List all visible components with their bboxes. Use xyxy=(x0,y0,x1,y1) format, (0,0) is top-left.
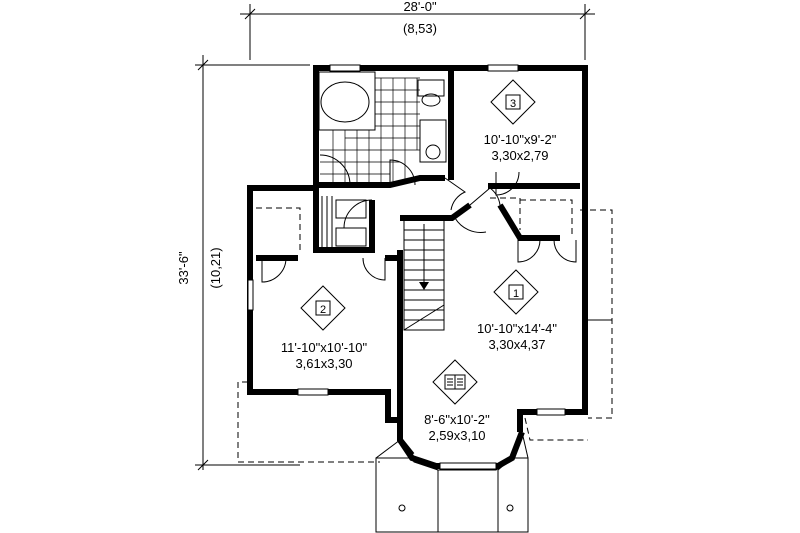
floor-tiles xyxy=(320,77,420,185)
library-size-imperial: 8'-6"x10'-2'' xyxy=(424,412,490,427)
bedroom-3-size-imperial: 10'-10"x9'-2" xyxy=(484,132,557,147)
bed-1-icon xyxy=(508,284,524,300)
bay-window xyxy=(375,430,529,533)
bedroom-3-diamond xyxy=(490,79,536,125)
staircase xyxy=(403,219,445,331)
bed-3-icon xyxy=(505,94,521,110)
bedroom-1-number: 1 xyxy=(513,288,519,300)
library-size-metric: 2,59x3,10 xyxy=(428,428,485,443)
shower xyxy=(319,154,351,186)
bathroom xyxy=(318,71,447,186)
width-metric-label: (8,53) xyxy=(403,21,437,36)
bedroom-2: 2 11'-10"x10'-10" 3,61x3,30 xyxy=(281,285,368,371)
book-icon xyxy=(444,374,466,390)
bedroom-1-size-imperial: 10'-10"x14'-4" xyxy=(477,321,557,336)
windows xyxy=(247,64,566,470)
bedroom-2-size-metric: 3,61x3,30 xyxy=(295,356,352,371)
bedroom-2-number: 2 xyxy=(320,304,326,316)
library: 8'-6"x10'-2'' 2,59x3,10 xyxy=(424,359,490,443)
bedroom-2-size-imperial: 11'-10"x10'-10" xyxy=(281,340,368,355)
width-imperial-label: 28'-0" xyxy=(403,0,437,14)
bed-2-icon xyxy=(315,300,331,316)
depth-metric-label: (10,21) xyxy=(208,247,223,288)
toilet-bowl xyxy=(421,93,441,107)
bath-door-swing xyxy=(389,159,416,186)
sink xyxy=(425,144,441,160)
depth-imperial-label: 33'-6" xyxy=(176,251,191,285)
library-diamond xyxy=(432,359,478,405)
stair-arrow xyxy=(419,282,429,290)
bedroom-1-diamond xyxy=(493,269,539,315)
linen-closet xyxy=(321,196,373,248)
bedroom-1: 1 10'-10"x14'-4" 3,30x4,37 xyxy=(477,269,557,352)
closets xyxy=(256,197,573,250)
bedroom-1-size-metric: 3,30x4,37 xyxy=(488,337,545,352)
width-dimension: 28'-0" (8,53) xyxy=(240,0,595,60)
vanity xyxy=(419,119,447,163)
interior-walls xyxy=(256,68,580,261)
bathtub xyxy=(320,81,370,123)
bedroom-3: 3 10'-10"x9'-2" 3,30x2,79 xyxy=(484,79,557,163)
doors xyxy=(261,171,577,283)
depth-dimension: 33'-6" (10,21) xyxy=(176,55,310,471)
bedroom-3-number: 3 xyxy=(510,98,516,110)
toilet-tank xyxy=(417,79,445,97)
bedroom-3-size-metric: 3,30x2,79 xyxy=(491,148,548,163)
bedroom-2-diamond xyxy=(300,285,346,331)
